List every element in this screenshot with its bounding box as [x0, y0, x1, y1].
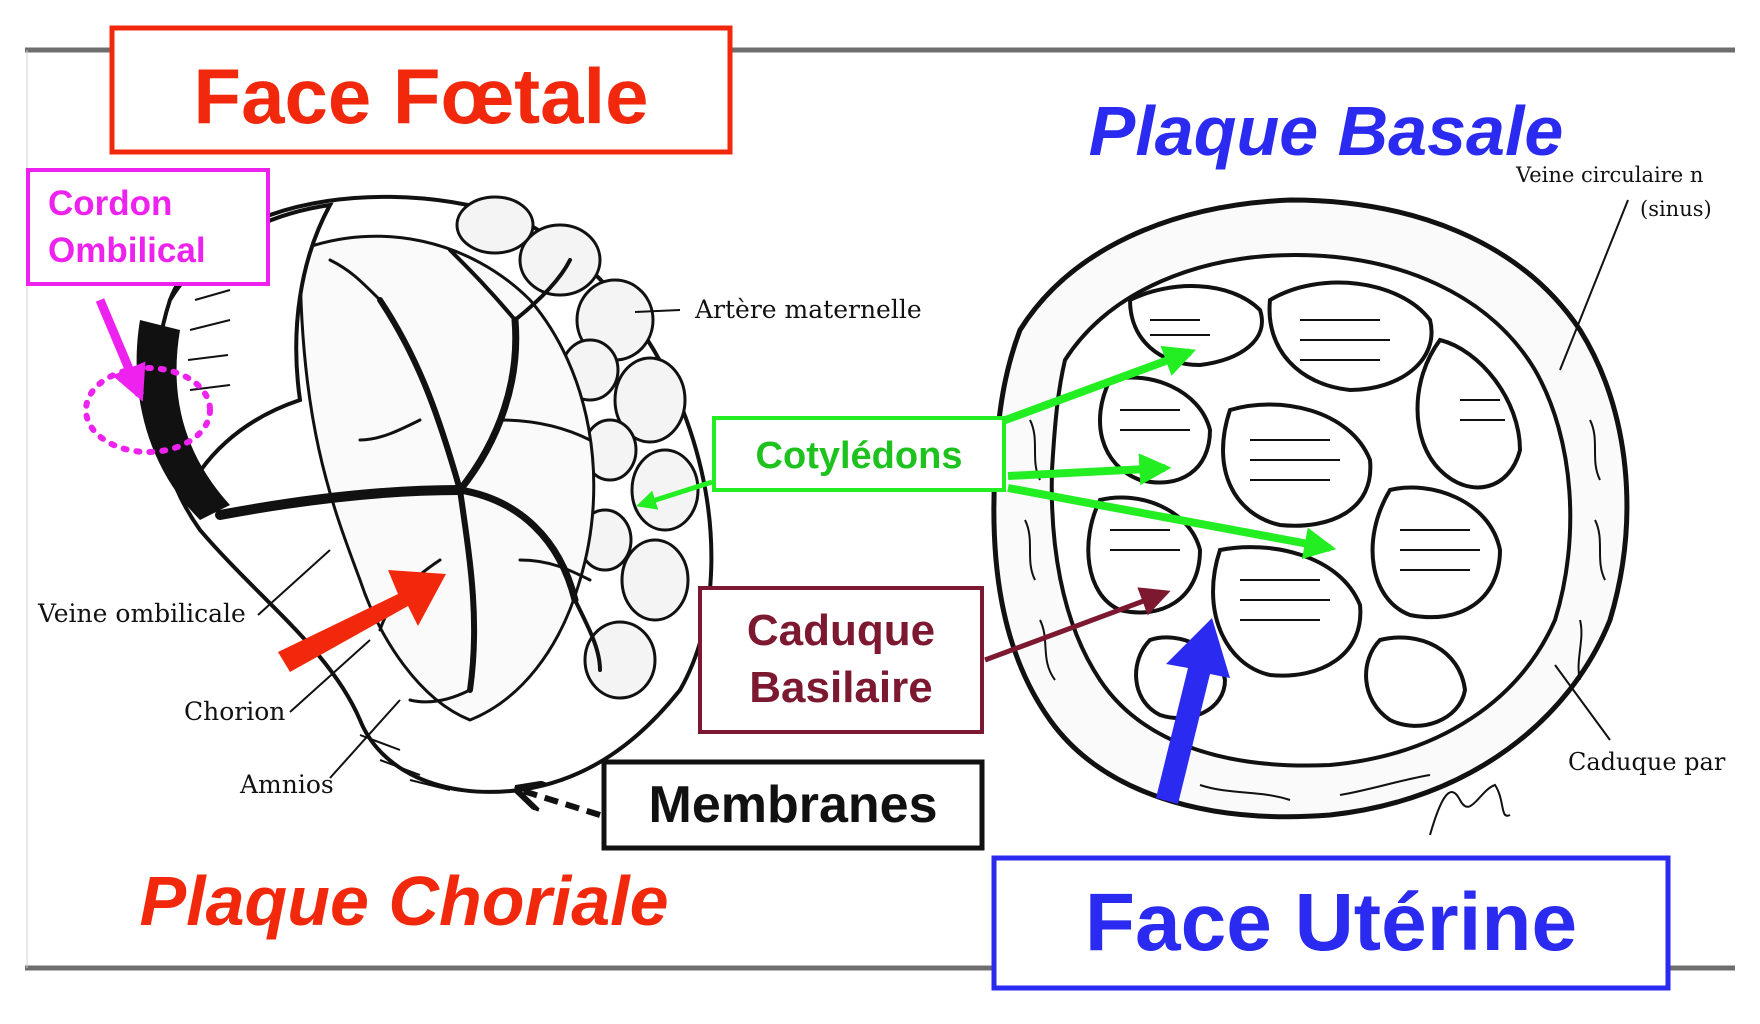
title-plaque-basale: Plaque Basale	[1089, 92, 1564, 170]
label-cordon-line1: Cordon	[48, 184, 172, 223]
arrow-cotyledon-right-3	[1007, 484, 1337, 560]
label-veine-ombilicale: Veine ombilicale	[37, 599, 246, 628]
label-membranes: Membranes	[649, 776, 938, 834]
arrow-red-chorial	[278, 570, 446, 672]
label-chorion: Chorion	[184, 697, 285, 726]
placenta-uterine-side-drawing	[991, 197, 1630, 836]
artist-signature	[1429, 783, 1511, 836]
box-face-uterine	[991, 855, 1671, 991]
arrow-membranes	[520, 790, 601, 818]
label-caduque-line1: Caduque	[747, 606, 935, 655]
title-face-foetale: Face Fœtale	[193, 52, 648, 140]
arrow-caduque	[984, 587, 1171, 663]
box-face-foetale	[109, 25, 733, 155]
label-amnios: Amnios	[239, 770, 334, 799]
label-veine-circulaire-2: (sinus)	[1640, 197, 1712, 221]
label-veine-circulaire-1: Veine circulaire n	[1515, 163, 1703, 187]
label-artere-maternelle: Artère maternelle	[694, 295, 922, 324]
label-caduque-par: Caduque par	[1568, 748, 1726, 776]
box-membranes	[601, 759, 985, 851]
arrow-blue-uterine	[1156, 618, 1230, 804]
placenta-fetal-side-drawing	[136, 194, 714, 794]
title-plaque-choriale: Plaque Choriale	[139, 862, 668, 940]
arrow-cordon	[95, 298, 146, 402]
arrow-cotyledon-right-1	[998, 345, 1197, 426]
arrow-cotyledon-right-2	[1007, 453, 1172, 486]
arrow-cotyledon-left	[636, 479, 713, 510]
box-cordon-ombilical	[26, 168, 270, 286]
label-cotyledons: Cotylédons	[756, 435, 963, 477]
box-cotyledons	[712, 416, 1006, 492]
cordon-highlight-circle	[83, 365, 213, 455]
label-cordon-line2: Ombilical	[48, 231, 206, 270]
title-face-uterine: Face Utérine	[1085, 877, 1577, 968]
box-caduque-basilaire	[698, 586, 984, 734]
label-caduque-line2: Basilaire	[749, 663, 932, 712]
